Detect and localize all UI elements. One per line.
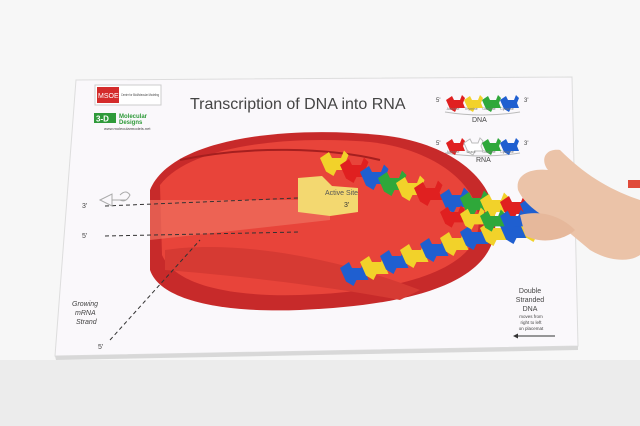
dna-coding-nucleotide	[380, 248, 409, 274]
dna-coding-nucleotide	[400, 242, 429, 268]
dna-3prime: 3'	[524, 98, 528, 104]
svg-text:Center for BioMolecular Modeli: Center for BioMolecular Modeling	[121, 93, 159, 97]
dna-coding-nucleotide	[340, 260, 369, 286]
svg-text:right to left: right to left	[520, 320, 542, 325]
rna-cytosine-icon	[500, 138, 519, 155]
dna-template-nucleotide	[340, 157, 369, 183]
dna-thymine-icon	[464, 95, 483, 112]
svg-text:www.molecularmodels.net: www.molecularmodels.net	[104, 126, 151, 131]
rna-uracil-icon	[463, 137, 484, 156]
svg-text:Stranded: Stranded	[516, 297, 545, 304]
growing-mrna-label: Growing mRNA Strand	[72, 301, 98, 326]
svg-text:moves from: moves from	[519, 314, 543, 319]
hand	[517, 149, 640, 260]
rna-guanine-icon	[482, 138, 501, 155]
mrna-strand-line	[109, 239, 201, 341]
rna-base-label: Guanine	[482, 150, 495, 154]
bottom-5prime-label: 5'	[98, 344, 103, 351]
dna-pair-nucleotide	[460, 207, 485, 230]
dna-coding-nucleotide	[420, 236, 449, 262]
rna-5prime: 5'	[436, 141, 440, 147]
rna-3prime: 3'	[524, 141, 528, 147]
dna-5prime: 5'	[436, 98, 440, 104]
svg-text:3-D: 3-D	[96, 115, 109, 124]
table-surface	[0, 360, 640, 426]
dna-pair-nucleotide	[440, 205, 465, 228]
svg-text:Growing: Growing	[72, 301, 98, 308]
dna-pair-nucleotide	[480, 209, 505, 232]
dna-base-label: Adenine	[447, 107, 460, 111]
dna-base-label: Cytosine	[500, 107, 514, 111]
rna-adenine-icon	[446, 138, 465, 155]
left-arrow-icon	[513, 333, 555, 339]
rna-base-label: Adenine	[447, 150, 460, 154]
left-5prime-label: 5'	[82, 233, 87, 240]
svg-text:DNA: DNA	[523, 306, 538, 313]
active-site-label: Active Site	[325, 190, 358, 197]
dna-coding-nucleotide	[440, 230, 469, 256]
coding-strand-line	[104, 231, 301, 237]
svg-text:Strand: Strand	[76, 319, 98, 326]
dna-adenine-icon	[446, 95, 465, 112]
placemat-edge	[55, 346, 578, 360]
dna-coding-nucleotide	[360, 254, 389, 280]
active-site-3prime: 3'	[344, 202, 349, 209]
dna-base-label: Thymine	[464, 107, 477, 111]
dna-legend-title: DNA	[472, 117, 487, 124]
dna-pair-nucleotide	[500, 209, 525, 232]
msoe-logo: MSOE Center for BioMolecular Modeling	[94, 84, 162, 106]
rna-legend-title: RNA	[476, 157, 491, 164]
dna-guanine-icon	[482, 95, 501, 112]
svg-text:MSOE: MSOE	[98, 93, 119, 100]
svg-text:on placemat: on placemat	[519, 326, 544, 331]
3d-molecular-designs-logo: 3-D Molecular Designs www.molecularmodel…	[94, 113, 151, 131]
placemat-title: Transcription of DNA into RNA	[190, 96, 406, 113]
svg-text:Designs: Designs	[119, 120, 143, 126]
dna-base-label: Guanine	[482, 107, 495, 111]
svg-text:mRNA: mRNA	[75, 310, 96, 317]
rna-base-label: Cytosine	[500, 150, 514, 154]
dna-template-nucleotide	[320, 150, 349, 176]
dna-coding-nucleotide	[460, 224, 489, 250]
nucleotide-outline-icon	[98, 191, 131, 207]
rna-base-label: Uracil	[467, 150, 476, 154]
active-site	[298, 176, 358, 216]
double-stranded-dna-label: Double Stranded DNA moves from right to …	[516, 288, 545, 331]
dna-template-nucleotide	[414, 180, 443, 206]
dna-cytosine-icon	[500, 95, 519, 112]
left-3prime-label: 3'	[82, 203, 87, 210]
svg-text:Double: Double	[519, 288, 541, 295]
svg-text:Molecular: Molecular	[119, 114, 148, 120]
